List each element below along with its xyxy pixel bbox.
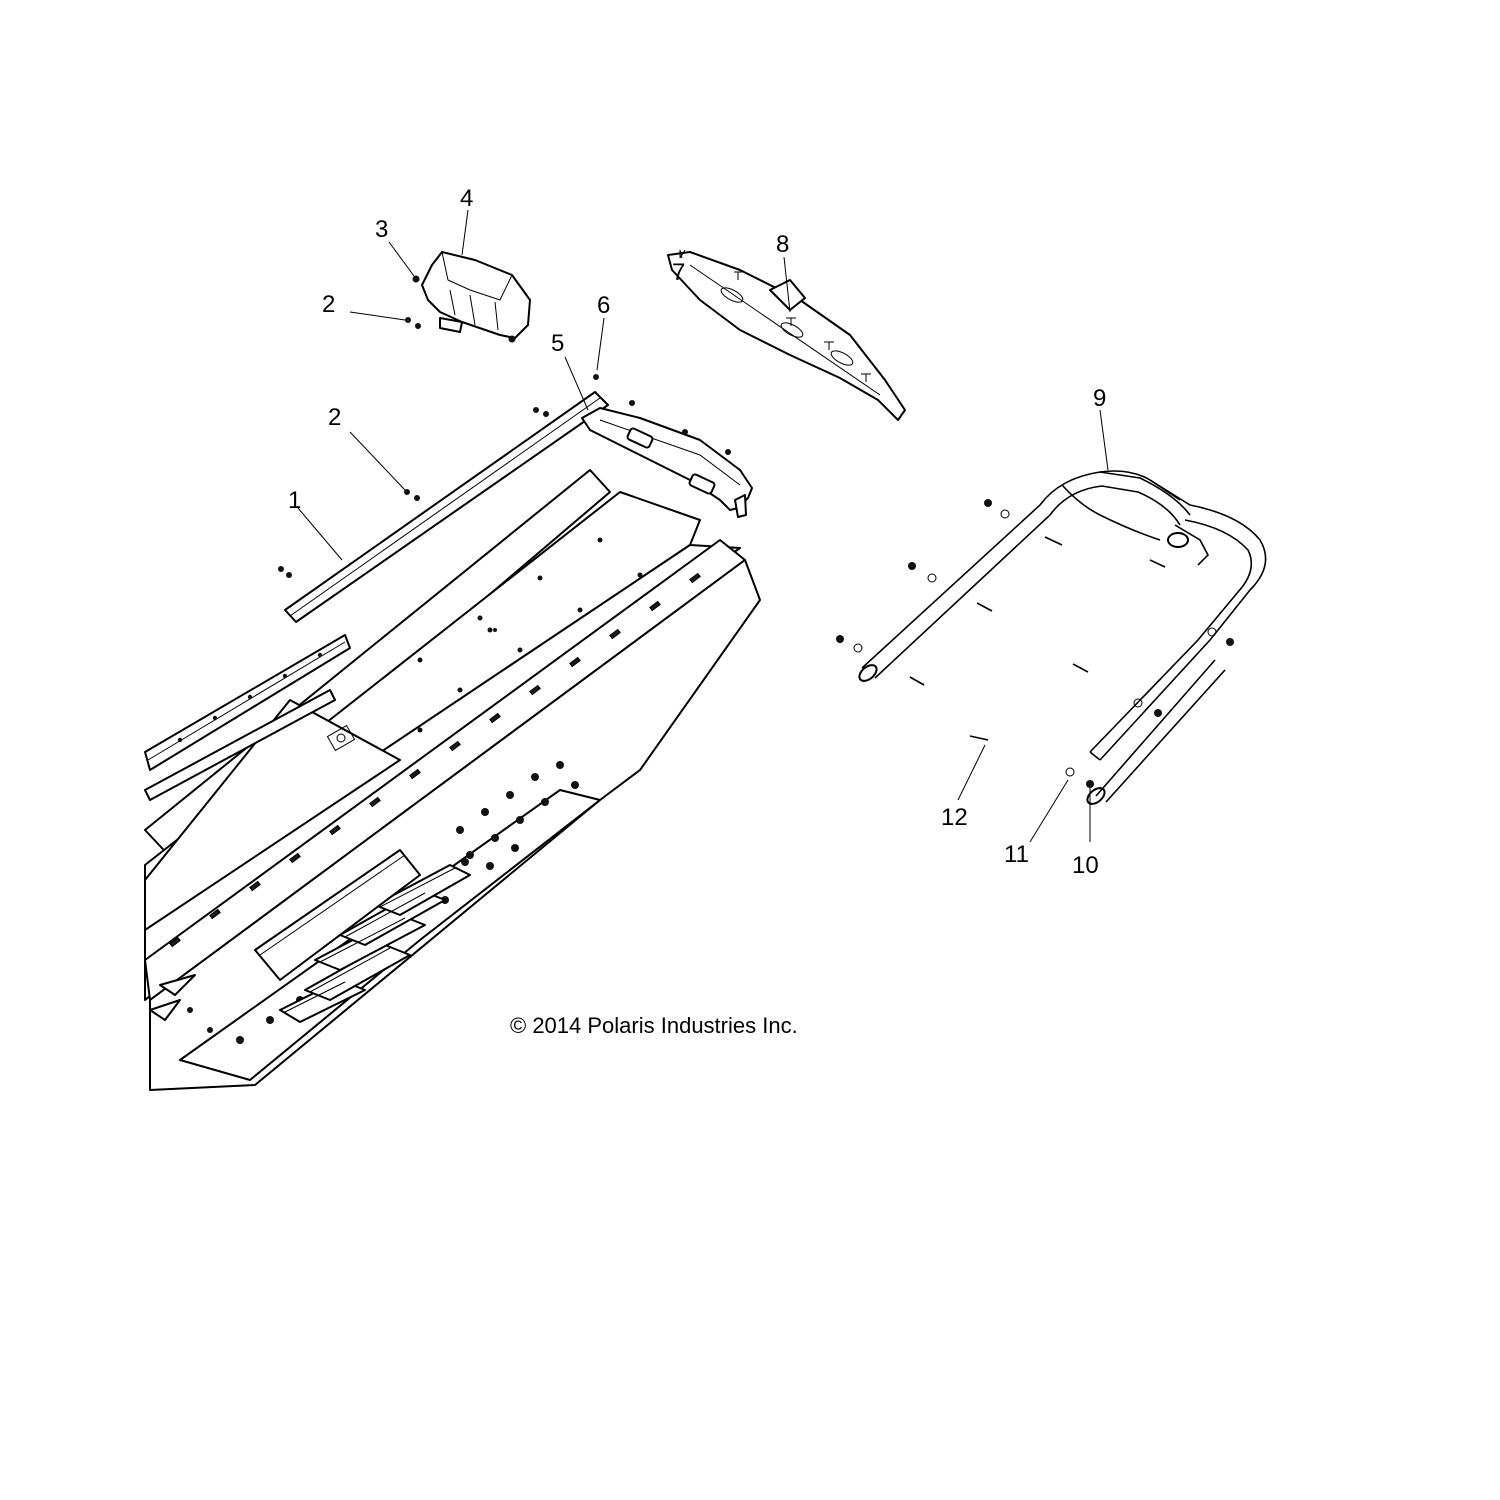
leader-lines	[297, 209, 1109, 843]
callout-2-lower: 2	[328, 404, 341, 431]
callout-labels: 1 2 2 3 4 5 6 7 8 9 10 11 12	[288, 185, 1106, 879]
callout-2-upper: 2	[322, 291, 335, 318]
callout-10: 10	[1072, 852, 1099, 879]
callout-7: 7	[672, 259, 685, 286]
part-9-grab-bar	[858, 470, 1267, 805]
callout-9: 9	[1093, 385, 1106, 412]
callout-12: 12	[941, 804, 968, 831]
tunnel-assembly	[144, 469, 761, 1091]
callout-6: 6	[597, 292, 610, 319]
fasteners	[278, 271, 1234, 788]
callout-8: 8	[776, 231, 789, 258]
edge-slots	[169, 572, 701, 948]
callout-5: 5	[551, 330, 564, 357]
callout-4: 4	[460, 185, 473, 212]
part-5-bracket	[581, 407, 753, 518]
part-4-housing	[412, 251, 531, 343]
callout-11: 11	[1004, 841, 1029, 868]
callout-3: 3	[375, 216, 388, 243]
rail-holes	[177, 537, 643, 743]
copyright-notice: © 2014 Polaris Industries Inc.	[510, 1013, 798, 1038]
part-1-rail-strip	[284, 391, 609, 623]
part-7-crossmember	[667, 251, 906, 421]
callout-1: 1	[288, 487, 301, 514]
traction-cleats	[279, 864, 471, 1023]
